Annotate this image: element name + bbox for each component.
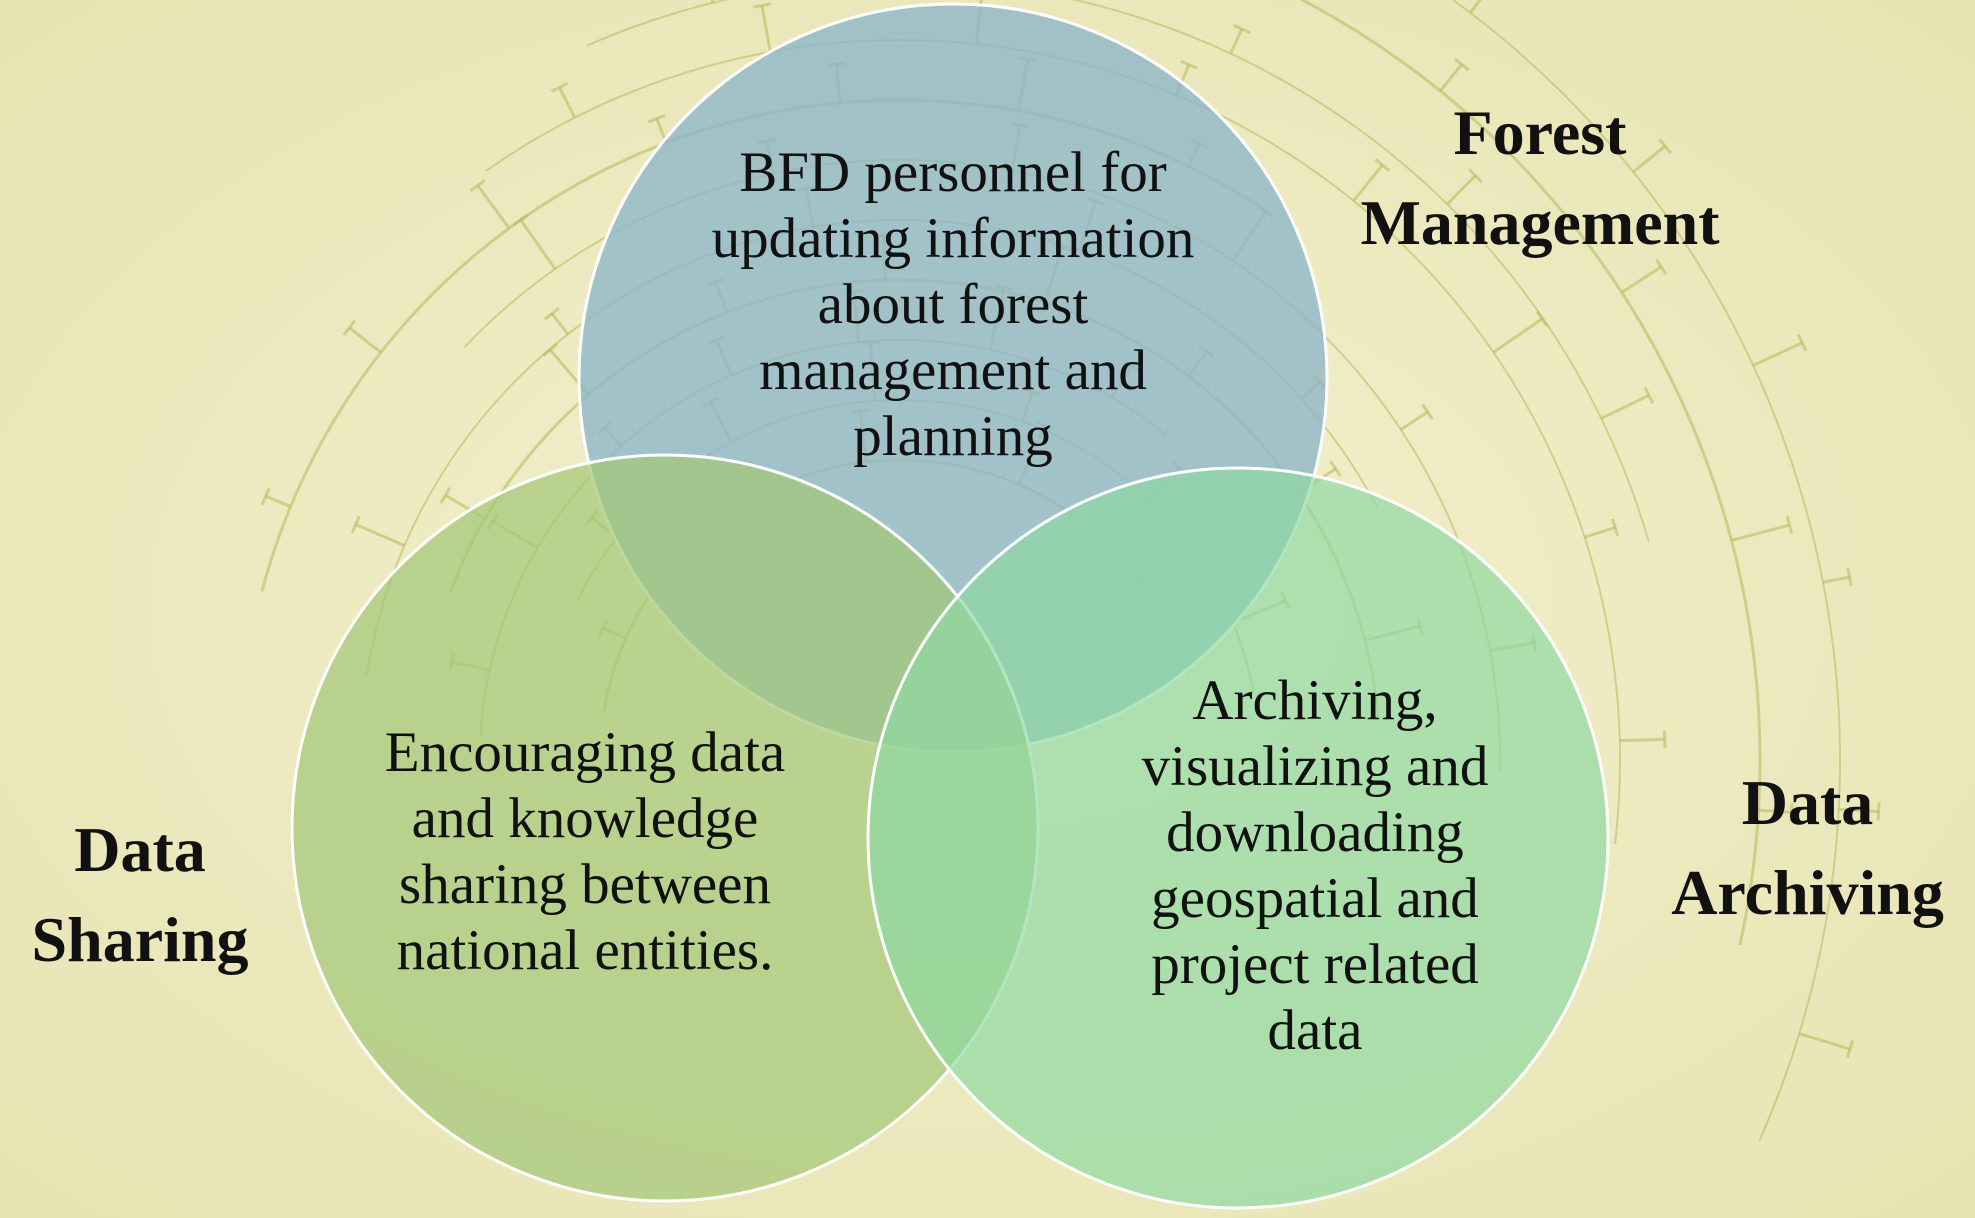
decoration-tick [1731, 523, 1790, 542]
decoration-tick [1798, 1032, 1851, 1051]
decoration-tick-cap [1845, 1040, 1855, 1059]
decoration-tick [1492, 317, 1543, 354]
forest-management-text-line: BFD personnel for [739, 141, 1167, 204]
data-archiving-text-line: downloading [1166, 801, 1464, 864]
data-sharing-text-line: and knowledge [411, 787, 759, 850]
decoration-tick-cap [1535, 310, 1549, 328]
decoration-tick-cap [1797, 333, 1808, 352]
label-line: Archiving [1671, 857, 1944, 928]
decoration-tick-cap [1374, 158, 1391, 172]
decoration-arc [1451, 0, 1841, 1141]
decoration-tick [1619, 737, 1665, 743]
decoration-tick [1632, 145, 1667, 174]
forest-management-text-line: about forest [817, 273, 1089, 336]
data-archiving-text-line: project related [1151, 933, 1479, 996]
decoration-tick [1352, 164, 1384, 202]
decoration-tick [1446, 174, 1477, 206]
decoration-tick-cap [1789, 803, 1794, 822]
label-data-archiving: Data Archiving [1640, 758, 1975, 938]
decoration-tick-cap [342, 319, 357, 336]
decoration-tick [355, 523, 406, 547]
decoration-tick-cap [1453, 57, 1470, 72]
label-line: Management [1360, 187, 1720, 258]
decoration-tick-cap [1421, 403, 1434, 421]
decoration-tick-cap [647, 113, 666, 124]
decoration-tick-cap [350, 515, 361, 534]
forest-management-text-line: management and [759, 339, 1147, 402]
decoration-tick-cap [543, 306, 560, 321]
decoration-tick [1229, 28, 1244, 55]
decoration-tick [1620, 265, 1663, 294]
decoration-arc [1299, 0, 1762, 946]
decoration-arc [586, 0, 1650, 543]
decoration-tick-cap [550, 81, 569, 93]
decoration-tick [760, 5, 772, 53]
circle-data-archiving [866, 466, 1610, 1210]
decoration-tick [1584, 525, 1616, 539]
data-archiving-text: Archiving, visualizing and downloading g… [1050, 668, 1580, 1064]
data-archiving-text-line: visualizing and [1141, 735, 1489, 798]
decoration-tick-cap [1180, 59, 1198, 70]
decoration-tick [1838, 807, 1879, 813]
decoration-tick [265, 494, 292, 508]
data-archiving-text-line: data [1267, 999, 1363, 1062]
decoration-tick-cap [1876, 802, 1881, 821]
decoration-tick-cap [1233, 23, 1251, 35]
forest-management-text-line: planning [853, 405, 1053, 468]
label-line: Forest [1453, 97, 1627, 168]
decoration-tick-cap [1610, 518, 1620, 537]
decoration-tick-cap [1785, 516, 1794, 535]
data-sharing-text: Encouraging data and knowledge sharing b… [315, 720, 855, 984]
label-line: Sharing [31, 904, 249, 975]
decoration-tick-cap [469, 178, 486, 193]
decoration-tick [1822, 575, 1850, 584]
decoration-tick [1400, 410, 1429, 431]
decoration-tick-cap [1467, 168, 1483, 184]
decoration-tick-cap [1655, 258, 1668, 276]
decoration-tick [348, 326, 382, 354]
decoration-tick-cap [260, 487, 271, 506]
decoration-tick [476, 184, 511, 230]
decoration-tick-cap [1658, 138, 1673, 155]
data-archiving-text-line: Archiving, [1192, 669, 1438, 732]
decoration-tick [519, 219, 557, 270]
label-data-sharing: Data Sharing [0, 805, 280, 985]
decoration-tick-cap [1329, 460, 1342, 478]
label-forest-management: Forest Management [1290, 88, 1790, 268]
decoration-tick [1469, 0, 1482, 14]
decoration-tick [1600, 393, 1650, 420]
decoration-tick [1758, 808, 1792, 814]
decoration-tick [550, 312, 570, 336]
forest-management-text-line: updating information [711, 207, 1195, 270]
forest-management-text: BFD personnel for updating information a… [653, 140, 1253, 470]
decoration-tick-cap [1846, 567, 1853, 587]
label-line: Data [74, 814, 206, 885]
decoration-tick-cap [1643, 386, 1655, 405]
data-archiving-text-line: geospatial and [1151, 867, 1479, 930]
data-sharing-text-line: sharing between [399, 853, 771, 916]
decoration-tick-cap [752, 2, 771, 9]
decoration-tick [1439, 63, 1463, 92]
decoration-tick-cap [439, 486, 452, 504]
decoration-tick [558, 86, 577, 119]
data-sharing-text-line: national entities. [396, 919, 774, 982]
data-sharing-text-line: Encouraging data [384, 721, 786, 784]
decoration-tick [1752, 341, 1803, 367]
label-line: Data [1741, 767, 1874, 838]
decoration-arc [485, 39, 1621, 845]
